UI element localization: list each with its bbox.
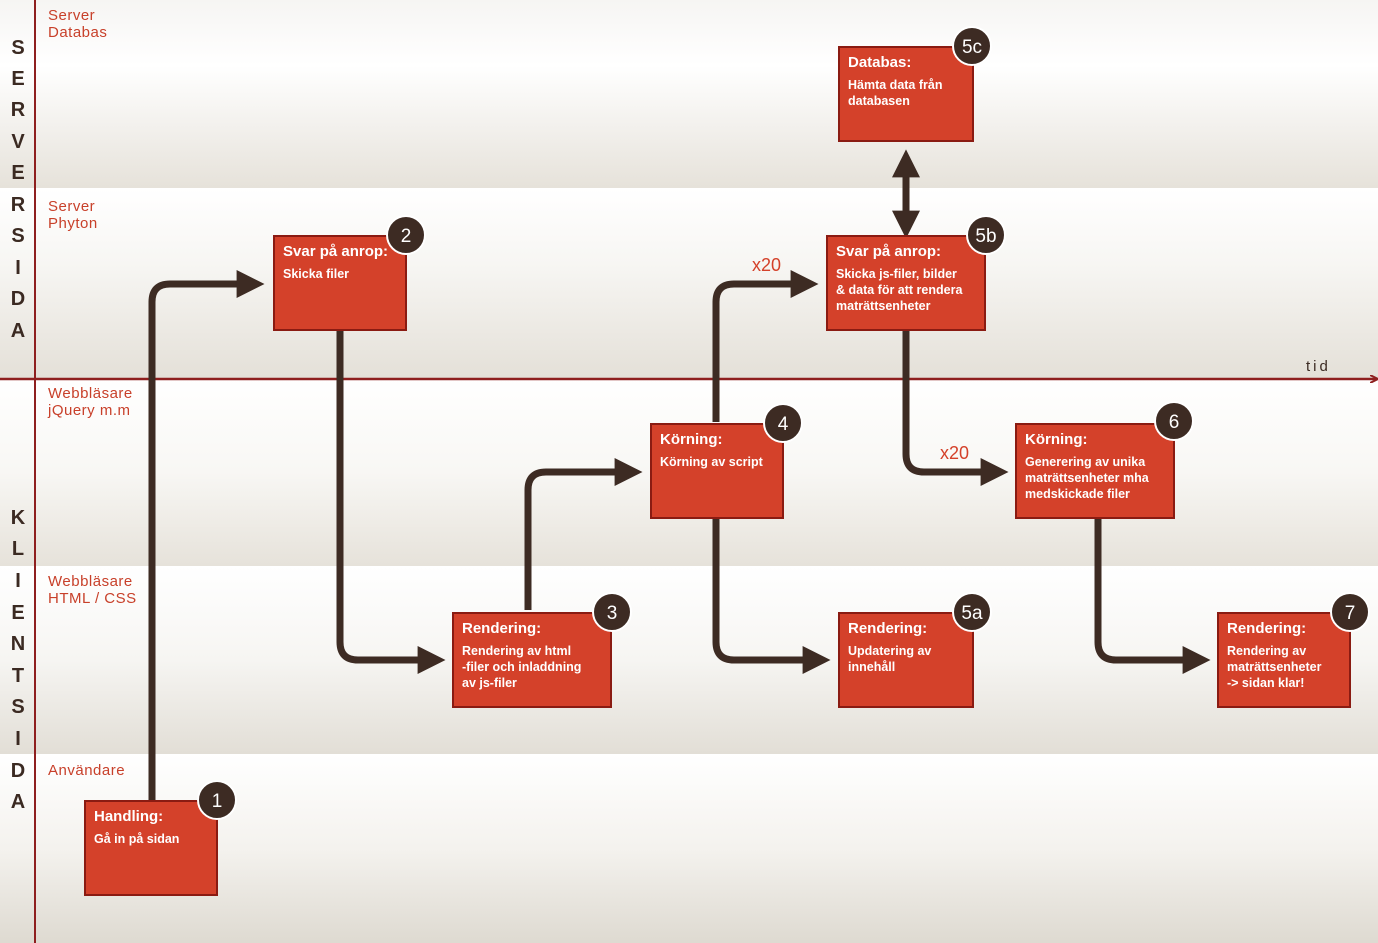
side-letter: S bbox=[11, 225, 25, 247]
step-description: Skicka filer bbox=[283, 267, 350, 281]
step-number-badge: 6 bbox=[1154, 401, 1194, 441]
step-number-badge: 7 bbox=[1330, 592, 1370, 632]
step-title: Rendering: bbox=[848, 620, 928, 637]
step-title: Databas: bbox=[848, 54, 912, 71]
side-letter: I bbox=[15, 570, 21, 592]
step-number-badge: 5c bbox=[952, 26, 992, 66]
step-number-badge: 4 bbox=[763, 403, 803, 443]
step-title: Körning: bbox=[660, 431, 723, 448]
side-letter: S bbox=[11, 696, 25, 718]
arrow-4-to-5b bbox=[712, 270, 819, 422]
step-description: Skicka js-filer, bilder & data för att r… bbox=[836, 267, 963, 313]
step-description: Gå in på sidan bbox=[94, 832, 180, 846]
side-letter: A bbox=[10, 320, 26, 342]
side-letter: N bbox=[10, 633, 26, 655]
step-number-badge: 5b bbox=[966, 215, 1006, 255]
side-letter: R bbox=[10, 194, 26, 216]
side-letter: D bbox=[10, 288, 26, 310]
step-description: Updatering av innehåll bbox=[848, 644, 932, 674]
step-box-2: Svar på anrop: Skicka filer bbox=[273, 235, 407, 331]
vertical-axis bbox=[34, 0, 36, 943]
step-number-badge: 2 bbox=[386, 215, 426, 255]
step-box-1: Handling: Gå in på sidan bbox=[84, 800, 218, 896]
side-letter: E bbox=[11, 162, 25, 184]
multiplier-label: x20 bbox=[940, 443, 970, 463]
arrow-2-to-3 bbox=[336, 330, 446, 674]
step-box-5c: Databas: Hämta data från databasen bbox=[838, 46, 974, 142]
step-description: Rendering av html -filer och inladdning … bbox=[462, 644, 582, 690]
multiplier-label: x20 bbox=[752, 255, 782, 275]
step-number-badge: 1 bbox=[197, 780, 237, 820]
step-description: Körning av script bbox=[660, 455, 763, 469]
side-letter: I bbox=[15, 257, 21, 279]
lane-band-database bbox=[0, 0, 1378, 188]
step-title: Svar på anrop: bbox=[283, 243, 389, 260]
step-description: Rendering av maträttsenheter -> sidan kl… bbox=[1227, 644, 1322, 690]
step-title: Handling: bbox=[94, 808, 164, 825]
step-number-badge: 3 bbox=[592, 592, 632, 632]
step-title: Rendering: bbox=[1227, 620, 1307, 637]
side-letter: E bbox=[11, 602, 25, 624]
step-box-4: Körning: Körning av script bbox=[650, 423, 784, 519]
step-box-5a: Rendering: Updatering av innehåll bbox=[838, 612, 974, 708]
arrow-4-to-5a bbox=[712, 518, 831, 674]
step-title: Körning: bbox=[1025, 431, 1088, 448]
step-box-6: Körning: Generering av unika maträttsenh… bbox=[1015, 423, 1175, 519]
side-letter: I bbox=[15, 728, 21, 750]
step-box-3: Rendering: Rendering av html -filer och … bbox=[452, 612, 612, 708]
side-letter: L bbox=[11, 538, 25, 560]
side-letter: T bbox=[11, 665, 25, 687]
side-letter: A bbox=[10, 791, 26, 813]
side-letter: K bbox=[10, 507, 26, 529]
arrow-3-to-4 bbox=[524, 458, 643, 610]
arrow-6-to-7 bbox=[1094, 518, 1211, 674]
step-title: Rendering: bbox=[462, 620, 542, 637]
time-axis-label: tid bbox=[1306, 358, 1331, 375]
step-title: Svar på anrop: bbox=[836, 243, 942, 260]
side-letter: E bbox=[11, 68, 25, 90]
step-description: Generering av unika maträttsenheter mha … bbox=[1025, 455, 1149, 501]
step-number-badge: 5a bbox=[952, 592, 992, 632]
arrow-5b-to-6 bbox=[902, 330, 1009, 486]
step-box-5b: Svar på anrop: Skicka js-filer, bilder &… bbox=[826, 235, 986, 331]
step-description: Hämta data från databasen bbox=[848, 78, 943, 108]
lane-label-user: Användare bbox=[48, 762, 126, 779]
side-letter: S bbox=[11, 37, 25, 59]
side-letter: D bbox=[10, 760, 26, 782]
arrow-1-to-2 bbox=[148, 270, 265, 800]
side-letter: V bbox=[11, 131, 25, 153]
side-letter: R bbox=[10, 99, 26, 121]
step-box-7: Rendering: Rendering av maträttsenheter … bbox=[1217, 612, 1351, 708]
